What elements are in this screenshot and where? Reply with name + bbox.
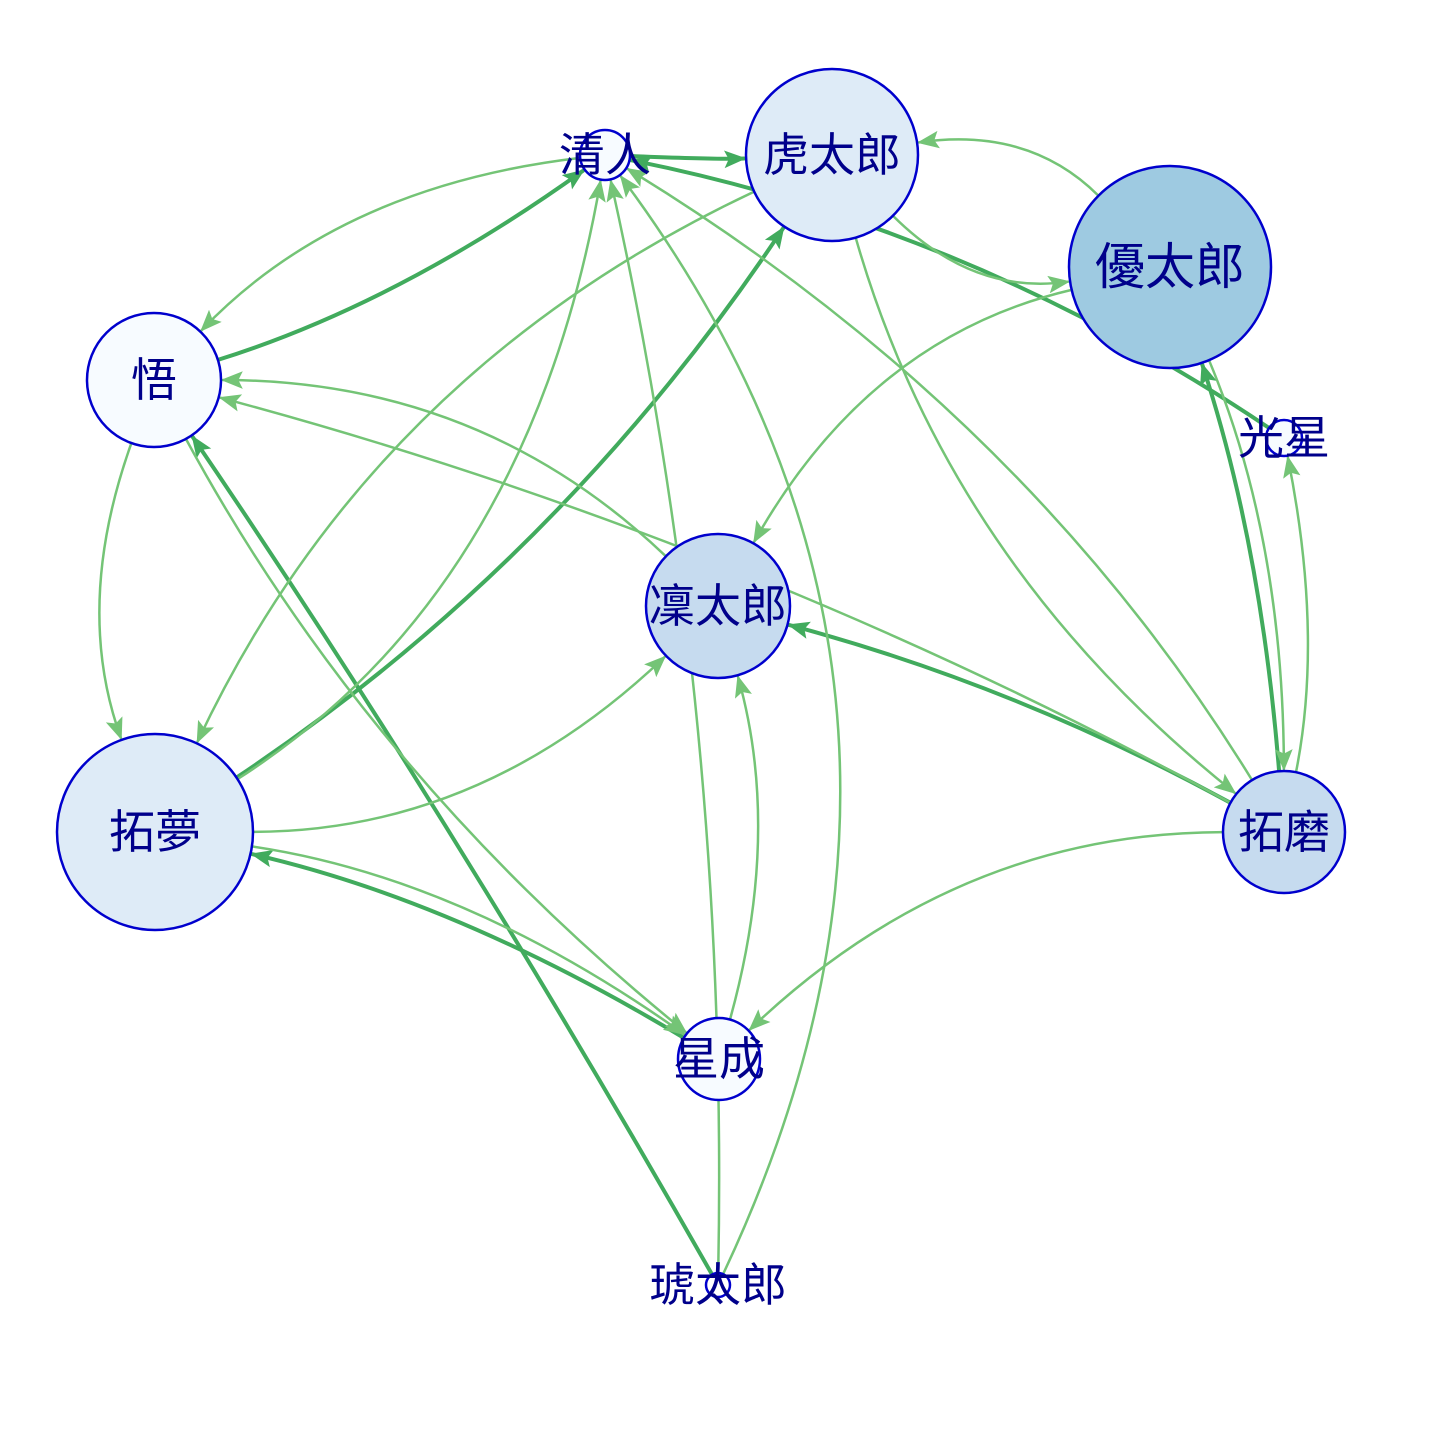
node-circle xyxy=(1067,164,1273,370)
node-circle xyxy=(644,532,792,680)
edge-layer xyxy=(98,130,1310,1277)
edge-kiyoto-to-satoru xyxy=(200,156,582,332)
node-label: 光星 xyxy=(1238,411,1330,465)
node-label: 拓磨 xyxy=(1238,805,1330,859)
edge-takumu-to-kiyoto xyxy=(236,179,606,781)
node-seisei: 星成 xyxy=(673,1016,765,1102)
node-circle xyxy=(744,67,920,243)
edge-takumu-to-kotaro xyxy=(234,226,786,780)
node-takumu: 拓夢 xyxy=(55,732,255,932)
node-kosei: 光星 xyxy=(1238,411,1330,465)
node-circle xyxy=(85,311,223,449)
edge-kotaro2-to-satoru xyxy=(190,435,715,1277)
node-label: 虎太郎 xyxy=(763,128,901,182)
edge-yutaro-to-rintaro xyxy=(753,288,1073,544)
node-kotaro: 虎太郎 xyxy=(744,67,920,243)
edge-seisei-to-takumu xyxy=(250,850,686,1040)
node-label: 優太郎 xyxy=(1095,238,1245,296)
node-kiyoto: 清人 xyxy=(559,128,651,182)
node-circle xyxy=(676,1016,762,1102)
node-circle xyxy=(704,1271,732,1299)
node-label: 悟 xyxy=(131,353,177,407)
edge-takumu-to-rintaro xyxy=(251,655,667,834)
edge-seisei-to-rintaro xyxy=(728,675,760,1021)
node-label: 拓夢 xyxy=(109,805,201,859)
edge-kosei-to-kiyoto xyxy=(629,155,1272,430)
node-kotaro2: 琥太郎 xyxy=(649,1258,787,1312)
edge-takuma-to-yutaro xyxy=(1200,362,1282,774)
node-circle xyxy=(1264,418,1304,458)
edge-kotaro2-to-kiyoto xyxy=(606,179,721,1275)
edge-satoru-to-takumu xyxy=(98,441,133,741)
edge-satoru-to-seisei xyxy=(184,437,688,1034)
edge-yutaro-to-kotaro xyxy=(916,130,1100,197)
edge-yutaro-to-takuma xyxy=(1207,358,1293,772)
node-label: 琥太郎 xyxy=(649,1258,787,1312)
edge-kotaro2-to-kiyoto xyxy=(619,174,842,1276)
node-yutaro: 優太郎 xyxy=(1067,164,1273,370)
node-rintaro: 凜太郎 xyxy=(644,532,792,680)
edge-takuma-to-seisei xyxy=(748,830,1225,1031)
edge-kotaro-to-yutaro xyxy=(891,214,1071,294)
node-label: 清人 xyxy=(559,128,651,182)
edge-takuma-to-kosei xyxy=(1283,455,1310,774)
node-circle xyxy=(55,732,255,932)
edge-satoru-to-kiyoto xyxy=(215,168,585,362)
edge-kotaro-to-takuma xyxy=(854,236,1237,795)
edge-kotaro-to-takumu xyxy=(196,190,756,744)
node-circle xyxy=(1221,769,1347,895)
node-takuma: 拓磨 xyxy=(1221,769,1347,895)
node-label: 星成 xyxy=(673,1032,765,1086)
node-circle xyxy=(578,128,632,182)
node-satoru: 悟 xyxy=(85,311,223,449)
edge-takuma-to-kiyoto xyxy=(626,167,1254,782)
edge-rintaro-to-satoru xyxy=(220,371,668,558)
node-label: 凜太郎 xyxy=(649,579,787,633)
edge-takumu-to-seisei xyxy=(250,845,686,1036)
